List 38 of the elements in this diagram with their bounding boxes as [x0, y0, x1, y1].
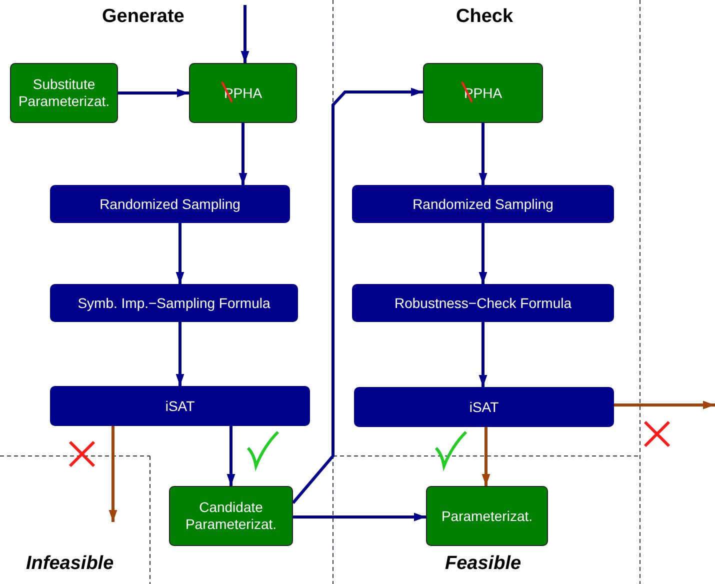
process-box — [50, 386, 310, 426]
region-title: Feasible — [445, 553, 522, 575]
process-box — [189, 63, 297, 123]
region-title: Infeasible — [26, 553, 114, 575]
box-label: Symb. Imp.−Sampling Formula — [78, 294, 270, 312]
process-box — [426, 486, 548, 546]
arrow — [482, 427, 490, 486]
region-title: Check — [456, 6, 514, 28]
box-label: iSAT — [165, 398, 195, 414]
arrow — [176, 223, 184, 284]
box-label: Robustness−Check Formula — [394, 294, 572, 312]
box-label: Parameterizat. — [441, 508, 533, 524]
process-box — [169, 486, 293, 546]
arrow — [240, 5, 250, 63]
box-label: Randomized Sampling — [100, 196, 240, 212]
process-box — [50, 284, 298, 322]
process-box — [354, 387, 614, 427]
arrow — [226, 426, 236, 486]
process-box — [10, 63, 118, 123]
arrow — [118, 88, 189, 98]
arrow — [293, 512, 426, 522]
arrow — [292, 88, 423, 504]
process-box — [352, 185, 614, 223]
arrow — [478, 322, 488, 387]
box-label: Candidate Parameterizat. — [184, 499, 278, 533]
arrow — [478, 223, 488, 284]
process-box — [352, 284, 614, 322]
box-label: iSAT — [469, 398, 499, 416]
process-box — [423, 63, 543, 123]
arrow — [176, 322, 184, 386]
arrow — [238, 123, 248, 185]
region-title: Generate — [102, 6, 184, 28]
process-box — [50, 185, 290, 223]
box-label: Randomized Sampling — [412, 196, 554, 212]
arrow — [478, 123, 488, 185]
arrow — [108, 426, 118, 522]
arrow — [614, 400, 715, 410]
box-label: Substitute Parameterizat. — [17, 76, 111, 110]
